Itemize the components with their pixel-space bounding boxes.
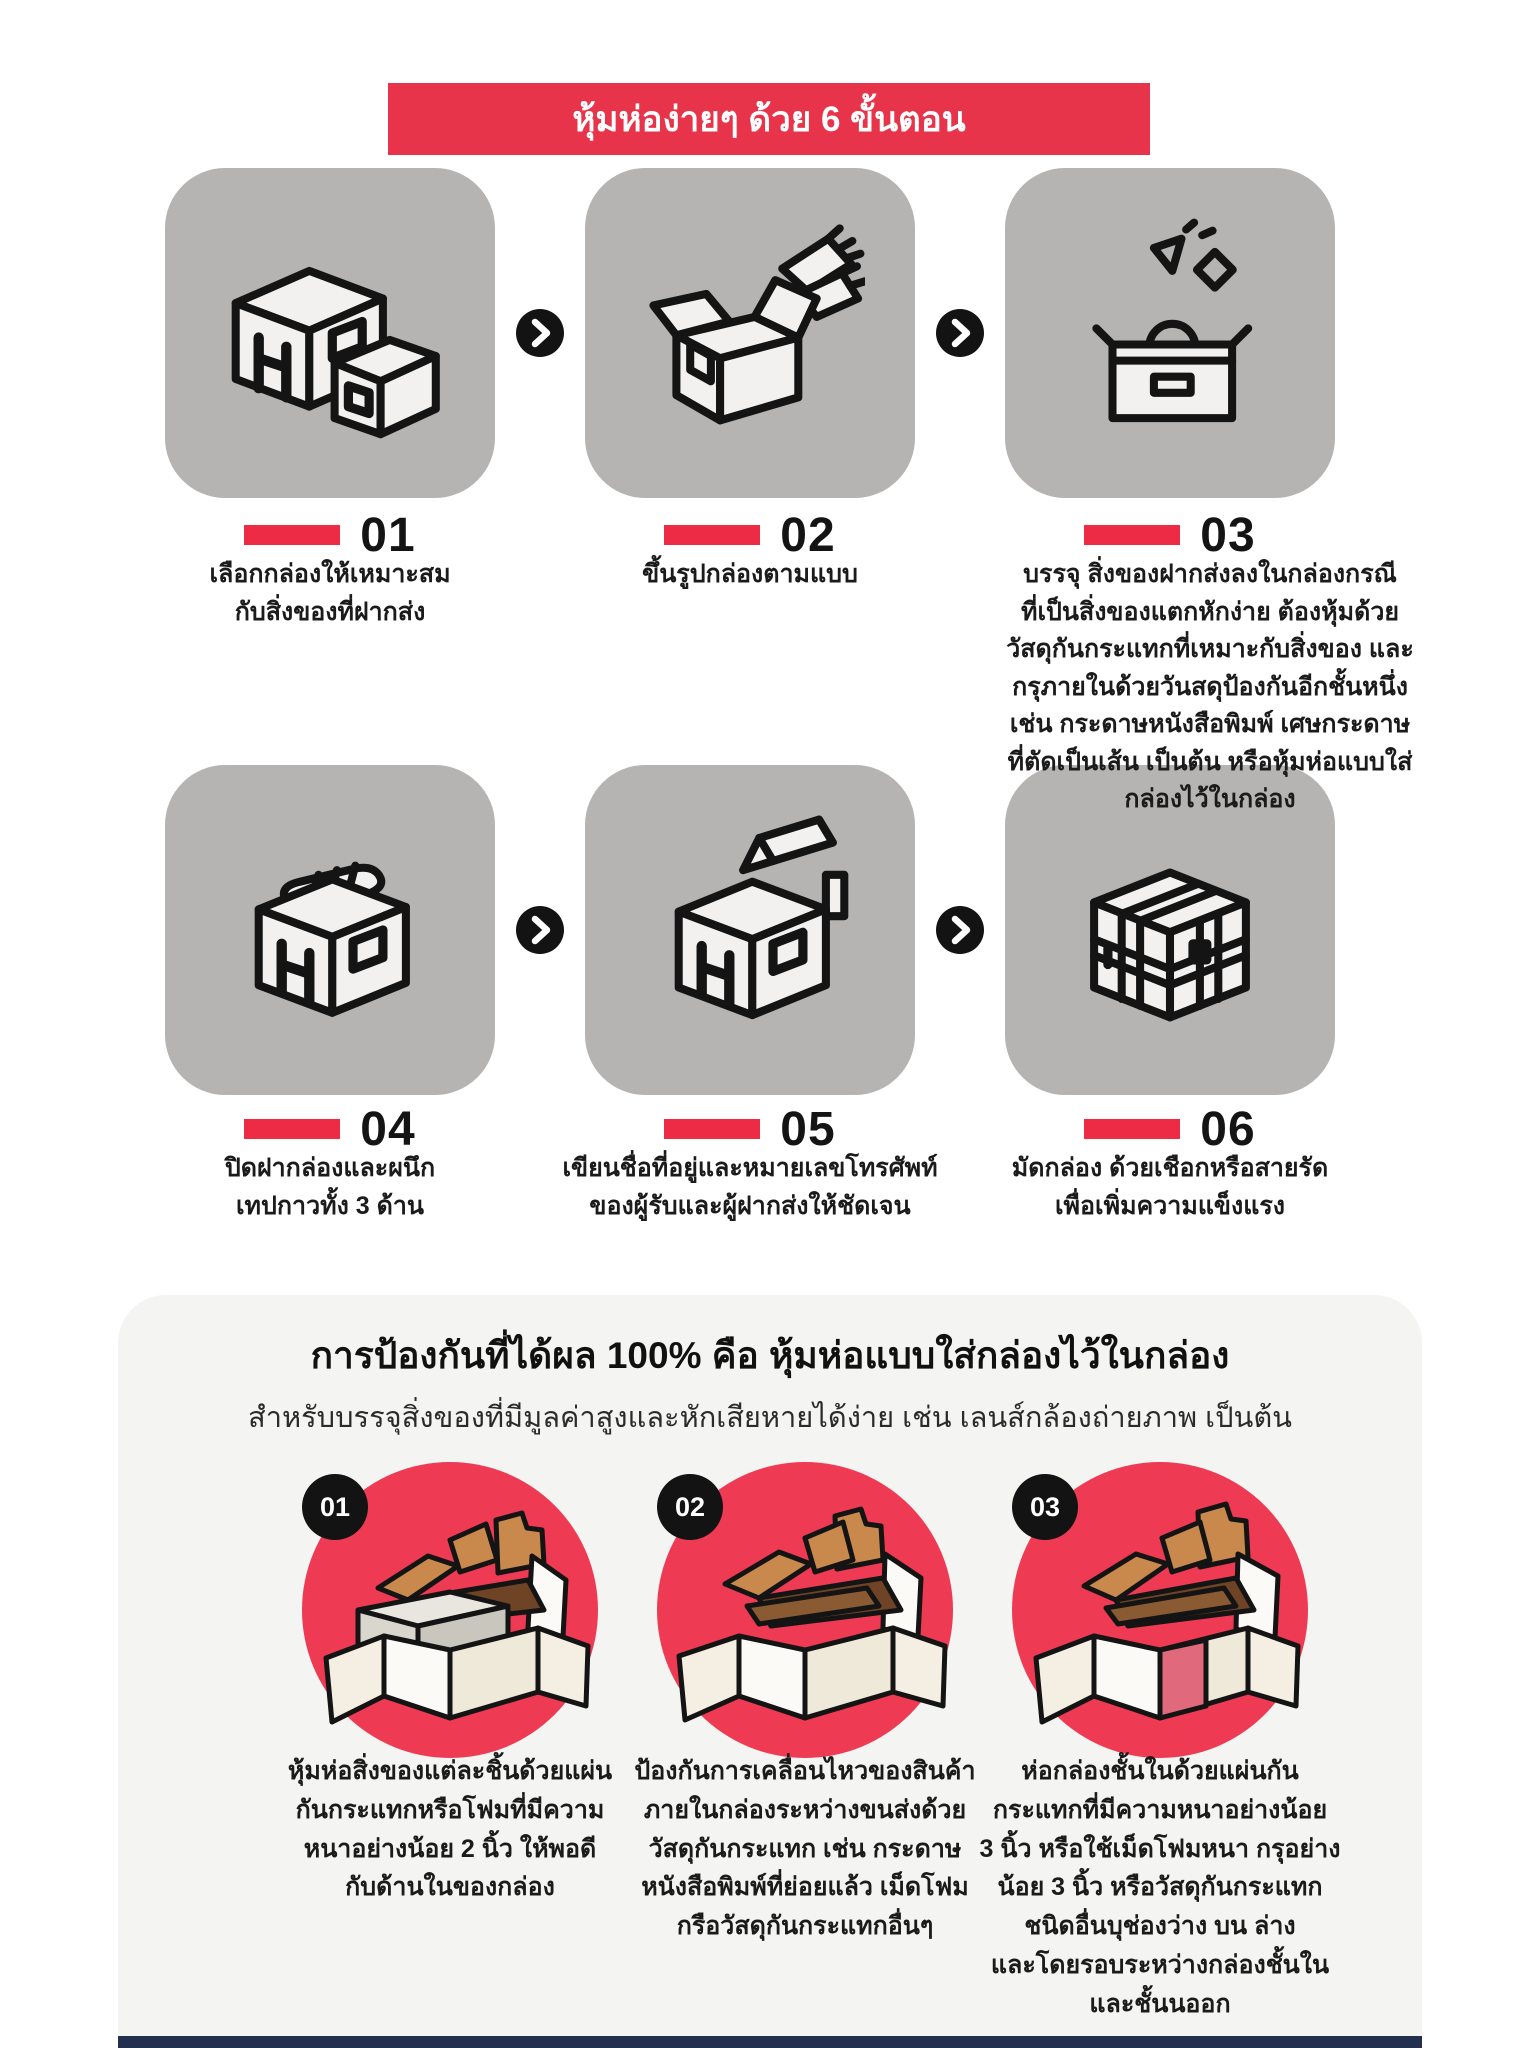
form-box-icon (649, 224, 865, 425)
item-caption-2: ป้องกันการเคลื่อนไหวของสินค้า ภายในกล่อง… (634, 1757, 976, 1940)
pack-items-icon (1092, 218, 1253, 423)
arrow-right-icon (516, 309, 564, 357)
item-badge-3: 03 (1012, 1474, 1078, 1540)
badge-number: 01 (319, 1491, 351, 1522)
step-tile-2 (585, 168, 915, 498)
step-bar (1084, 1119, 1181, 1139)
step-tile-4 (165, 765, 495, 1095)
step-bar (244, 525, 341, 545)
page-title: หุ้มห่อง่ายๆ ด้วย 6 ขั้นตอน (572, 99, 966, 139)
step-number: 04 (360, 1102, 416, 1156)
step-bar (1084, 525, 1181, 545)
stacked-boxes-icon (231, 266, 440, 439)
header-banner: หุ้มห่อง่ายๆ ด้วย 6 ขั้นตอน (388, 83, 1150, 155)
step-number: 02 (780, 508, 836, 562)
step-tile-5 (585, 765, 915, 1095)
step-label-2: 02 (585, 508, 915, 562)
step-bar (664, 1119, 761, 1139)
box-in-box-illustration-2 (655, 1460, 955, 1760)
seal-box-icon (254, 861, 410, 1017)
step-number: 06 (1200, 1102, 1256, 1156)
badge-number: 02 (674, 1491, 706, 1522)
badge-number: 03 (1029, 1491, 1061, 1522)
step-number: 01 (360, 508, 416, 562)
step-label-4: 04 (165, 1102, 495, 1156)
step-label-3: 03 (1005, 508, 1335, 562)
arrow-right-icon (516, 906, 564, 954)
step-tile-6 (1005, 765, 1335, 1095)
step-caption-6: มัดกล่อง ด้วยเชือกหรือสายรัด เพื่อเพิ่มค… (1011, 1154, 1329, 1220)
step-bar (244, 1119, 341, 1139)
step-number: 03 (1200, 508, 1256, 562)
box-in-box-illustration-1 (300, 1460, 600, 1760)
footer-strip (118, 2036, 1422, 2048)
step-caption-3: บรรจุ สิ่งของฝากส่งลงในกล่องกรณี ที่เป็น… (1006, 560, 1414, 813)
step-label-1: 01 (165, 508, 495, 562)
item-badge-1: 01 (302, 1474, 368, 1540)
box-in-box-illustration-3 (1010, 1460, 1310, 1760)
step-label-6: 06 (1005, 1102, 1335, 1156)
step-label-5: 05 (585, 1102, 915, 1156)
strapped-box-icon (1090, 868, 1250, 1022)
step-caption-1: เลือกกล่องให้เหมาะสม กับสิ่งของที่ฝากส่ง (209, 560, 451, 626)
step-tile-1 (165, 168, 495, 498)
highlight-title: การป้องกันที่ได้ผล 100% คือ หุ้มห่อแบบใส… (310, 1335, 1230, 1376)
item-caption-3: ห่อกล่องชั้นในด้วยแผ่นกัน กระแทกที่มีควา… (979, 1757, 1341, 2018)
step-tile-3 (1005, 168, 1335, 498)
arrow-right-icon (936, 906, 984, 954)
step-number: 05 (780, 1102, 836, 1156)
item-badge-2: 02 (657, 1474, 723, 1540)
arrow-right-icon (936, 309, 984, 357)
write-address-icon (674, 815, 849, 1020)
step-caption-2: ขึ้นรูปกล่องตามแบบ (642, 560, 858, 588)
step-bar (664, 525, 761, 545)
item-caption-1: หุ้มห่อสิ่งของแต่ละชิ้นด้วยแผ่น กันกระแท… (287, 1757, 613, 1902)
highlight-subtitle: สำหรับบรรจุสิ่งของที่มีมูลค่าสูงและหักเส… (248, 1402, 1292, 1434)
step-caption-4: ปิดฝากล่องและผนึก เทปกาวทั้ง 3 ด้าน (224, 1154, 436, 1220)
step-caption-5: เขียนชื่อที่อยู่และหมายเลขโทรศัพท์ ของผู… (562, 1154, 938, 1220)
